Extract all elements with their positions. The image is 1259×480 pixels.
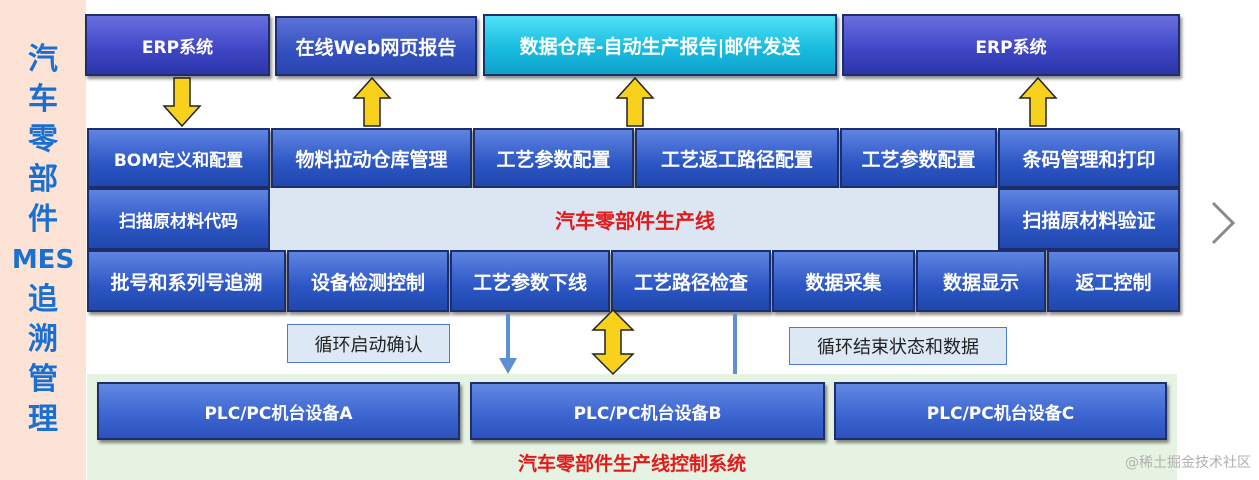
double-arrow-icon xyxy=(591,308,635,376)
data-collection: 数据采集 xyxy=(772,250,915,312)
scan-material-verify: 扫描原材料验证 xyxy=(998,188,1180,250)
control-system-label: 汽车零部件生产线控制系统 xyxy=(517,453,746,475)
rework-control: 返工控制 xyxy=(1047,250,1180,312)
production-line-label: 汽车零部件生产线 xyxy=(555,208,715,233)
cycle-start-note: 循环启动确认 xyxy=(287,324,450,363)
process-path-check: 工艺路径检查 xyxy=(611,250,771,312)
cycle-end-note: 循环结束状态和数据 xyxy=(789,327,1007,365)
data-display-label: 数据显示 xyxy=(942,271,1019,294)
side-char: 管 xyxy=(28,362,58,397)
equipment-inspection-label: 设备检测控制 xyxy=(310,271,425,294)
side-title: 汽 车 零 部 件 MES 追 溯 管 理 xyxy=(0,40,86,440)
bom-config: BOM定义和配置 xyxy=(87,128,270,188)
side-char: 件 xyxy=(28,202,58,237)
barcode-management-label: 条码管理和打印 xyxy=(1022,148,1156,171)
scan-material-code: 扫描原材料代码 xyxy=(87,188,270,250)
cycle-end-label: 循环结束状态和数据 xyxy=(817,337,979,358)
erp-right-label: ERP系统 xyxy=(975,37,1047,58)
process-param-config-1: 工艺参数配置 xyxy=(473,128,634,188)
plc-device-a: PLC/PC机台设备A xyxy=(97,382,460,440)
cycle-start-label: 循环启动确认 xyxy=(314,334,423,356)
erp-system-left: ERP系统 xyxy=(85,14,270,76)
plc-device-b-label: PLC/PC机台设备B xyxy=(573,403,722,424)
arrow-up-icon xyxy=(615,76,655,127)
web-report-label: 在线Web网页报告 xyxy=(295,36,457,59)
data-collection-label: 数据采集 xyxy=(805,271,882,294)
web-report: 在线Web网页报告 xyxy=(275,16,477,76)
erp-left-label: ERP系统 xyxy=(141,37,214,58)
erp-system-right: ERP系统 xyxy=(842,14,1180,76)
side-char: 零 xyxy=(28,122,58,157)
side-char: 汽 xyxy=(28,42,58,77)
side-char: 理 xyxy=(28,402,58,437)
batch-serial-trace-label: 批号和系列号追溯 xyxy=(110,271,263,294)
side-char: 车 xyxy=(28,82,58,117)
data-warehouse: 数据仓库-自动生产报告|邮件发送 xyxy=(483,14,837,76)
data-display: 数据显示 xyxy=(916,250,1046,312)
chevron-right-icon[interactable] xyxy=(1203,198,1243,248)
equipment-inspection: 设备检测控制 xyxy=(287,250,449,312)
plc-device-b: PLC/PC机台设备B xyxy=(470,382,825,440)
side-char: 追 xyxy=(28,282,58,317)
side-char: 部 xyxy=(28,162,58,197)
material-warehouse-label: 物料拉动仓库管理 xyxy=(295,148,448,171)
side-panel: 汽 车 零 部 件 MES 追 溯 管 理 xyxy=(0,0,86,480)
batch-serial-trace: 批号和系列号追溯 xyxy=(87,250,286,312)
plc-device-a-label: PLC/PC机台设备A xyxy=(204,403,353,424)
bom-config-label: BOM定义和配置 xyxy=(113,150,244,171)
process-param-offline-label: 工艺参数下线 xyxy=(472,271,587,294)
side-char: 溯 xyxy=(28,322,58,357)
production-line: 汽车零部件生产线 xyxy=(270,188,1000,250)
arrow-down-icon xyxy=(162,77,202,128)
rework-path-config: 工艺返工路径配置 xyxy=(635,128,839,188)
side-char: MES xyxy=(11,245,75,275)
arrow-up-icon xyxy=(1018,76,1058,127)
process-param-config-2: 工艺参数配置 xyxy=(840,128,997,188)
material-warehouse: 物料拉动仓库管理 xyxy=(271,128,472,188)
watermark: @稀土掘金技术社区 xyxy=(1125,455,1251,471)
plc-device-c-label: PLC/PC机台设备C xyxy=(926,403,1075,424)
process-param-offline: 工艺参数下线 xyxy=(450,250,610,312)
rework-control-label: 返工控制 xyxy=(1075,271,1152,294)
process-path-check-label: 工艺路径检查 xyxy=(633,271,748,294)
arrow-up-icon xyxy=(352,76,392,127)
scan-material-code-label: 扫描原材料代码 xyxy=(119,211,238,232)
barcode-management: 条码管理和打印 xyxy=(998,128,1180,188)
process-param-config-2-label: 工艺参数配置 xyxy=(861,148,976,171)
process-param-config-1-label: 工艺参数配置 xyxy=(496,148,611,171)
plc-device-c: PLC/PC机台设备C xyxy=(834,382,1167,440)
rework-path-config-label: 工艺返工路径配置 xyxy=(660,148,813,171)
data-warehouse-label: 数据仓库-自动生产报告|邮件发送 xyxy=(519,35,801,58)
scan-material-verify-label: 扫描原材料验证 xyxy=(1022,209,1156,232)
